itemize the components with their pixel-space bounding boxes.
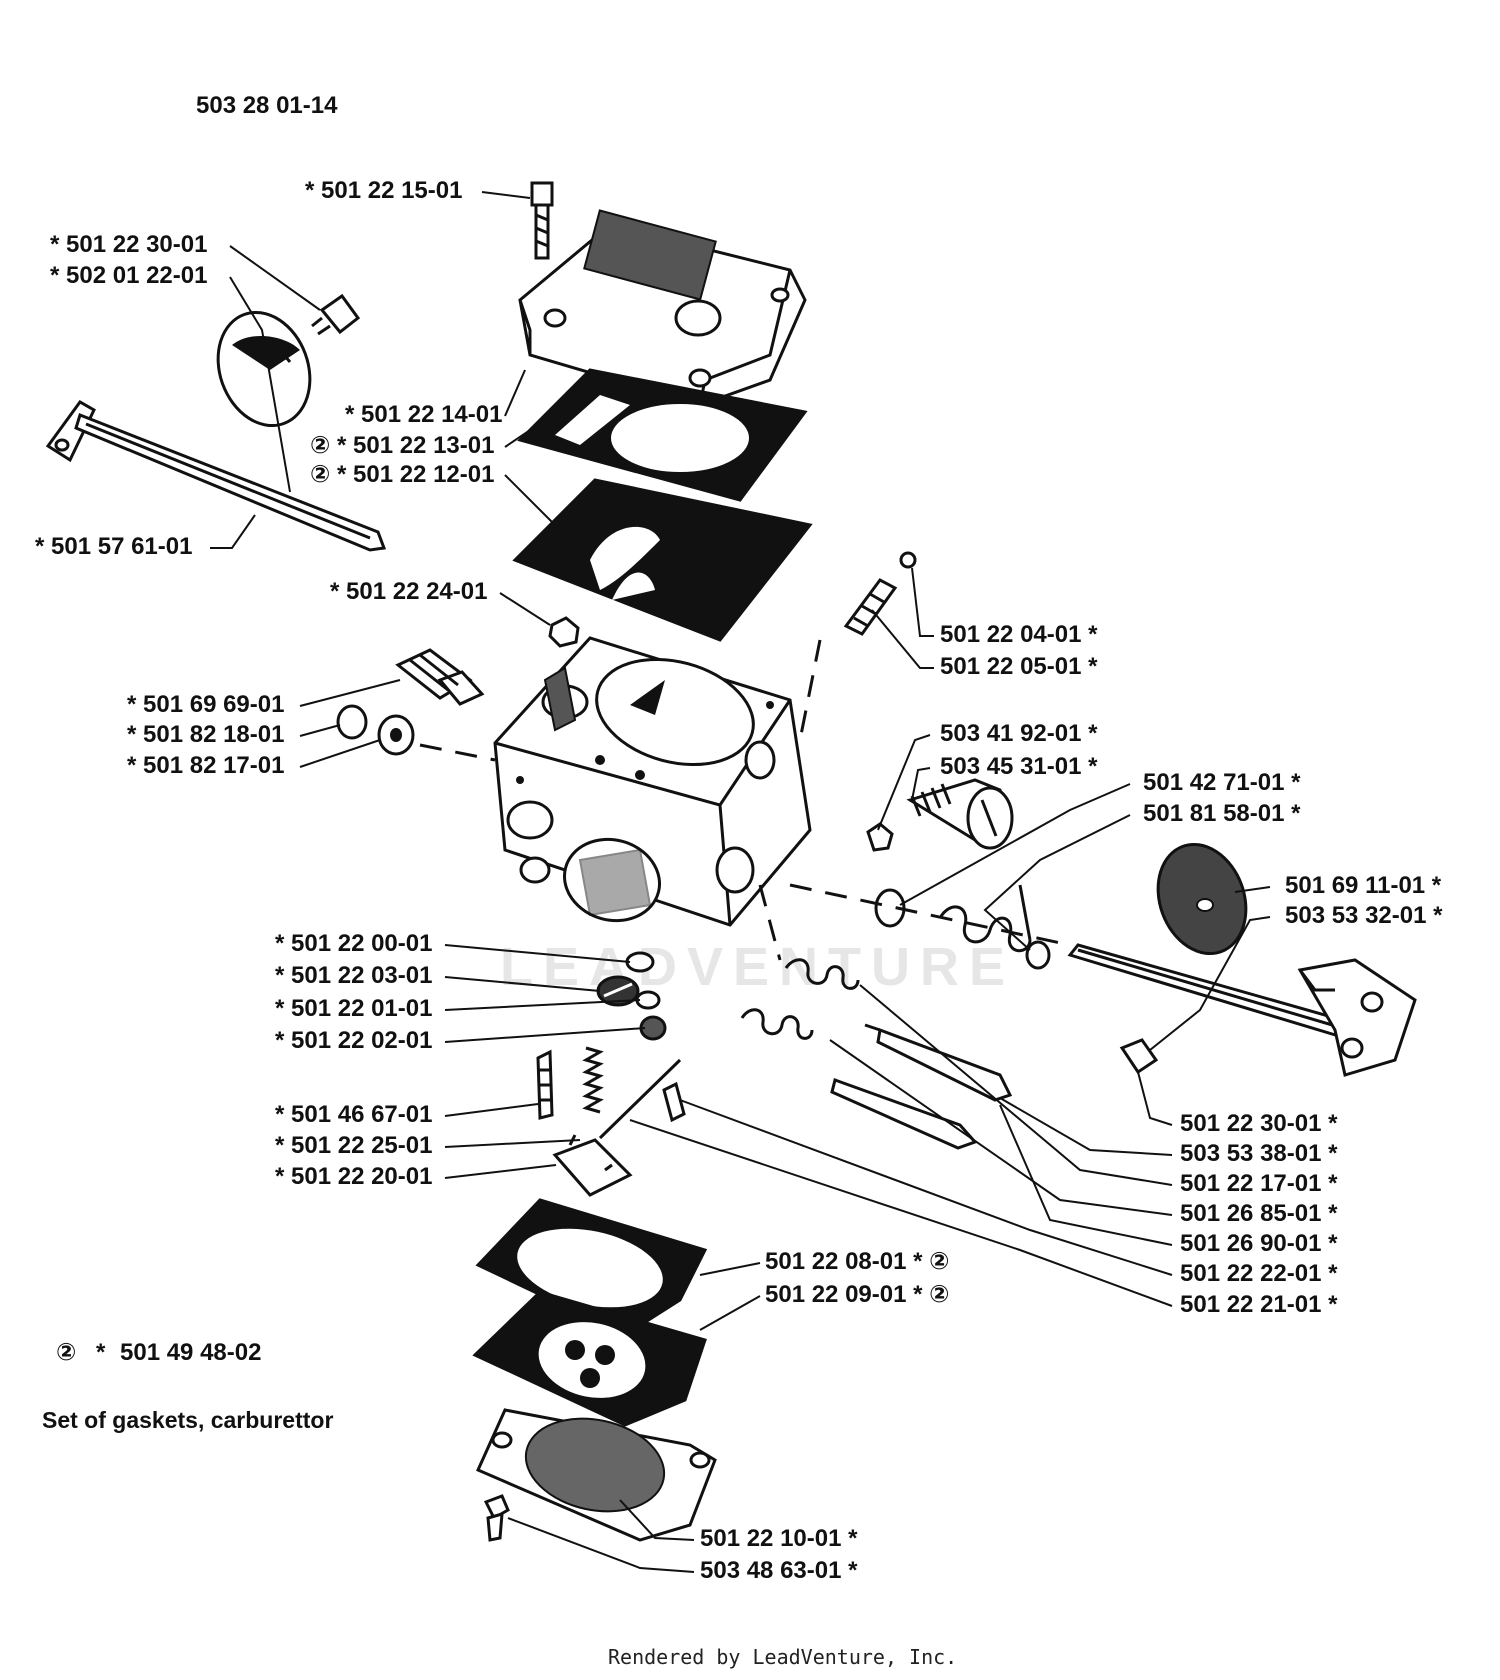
- label-501-57-61-01: * 501 57 61-01: [35, 533, 192, 560]
- label-501-22-15-01: * 501 22 15-01: [305, 177, 462, 204]
- label-501-22-04-01: 501 22 04-01 *: [940, 621, 1098, 648]
- label-501-82-17-01: * 501 82 17-01: [127, 752, 284, 779]
- label-501-22-03-01: * 501 22 03-01: [275, 962, 432, 989]
- kit-part-number: 501 49 48-02: [120, 1339, 261, 1366]
- choke-valve-disc: [216, 310, 312, 428]
- label-501-22-17-01: 501 22 17-01 *: [1180, 1170, 1338, 1197]
- label-501-22-08-01: 501 22 08-01 * ②: [765, 1248, 949, 1275]
- lever-pin: [598, 1058, 682, 1140]
- gasket-kit-legend: ② * 501 49 48-02 Set of gaskets, carbure…: [42, 1339, 333, 1433]
- label-501-82-18-01: * 501 82 18-01: [127, 721, 284, 748]
- label-501-22-09-01: 501 22 09-01 * ②: [765, 1281, 949, 1308]
- label-501-22-00-01: * 501 22 00-01: [275, 930, 432, 957]
- assembly-line-lower: [758, 884, 782, 961]
- kit-symbol: ②: [56, 1339, 76, 1366]
- high-speed-needle-spring: [784, 958, 860, 990]
- label-501-69-69-01: * 501 69 69-01: [127, 691, 284, 718]
- carburetor-body: [493, 636, 812, 927]
- label-501-46-67-01: * 501 46 67-01: [275, 1101, 432, 1128]
- fuel-filter: [548, 616, 580, 648]
- lever-screw: [662, 1081, 686, 1123]
- label-501-22-10-01: 501 22 10-01 *: [700, 1525, 858, 1552]
- choke-shaft: [45, 400, 387, 552]
- label-503-48-63-01: 503 48 63-01 *: [700, 1557, 858, 1584]
- label-501-22-25-01: * 501 22 25-01: [275, 1132, 432, 1159]
- assembly-line-inlet: [419, 743, 496, 762]
- retaining-ring: [635, 990, 661, 1010]
- low-speed-needle-spring: [740, 1008, 814, 1040]
- fitting-seal-small: [336, 704, 368, 740]
- throttle-return-spring: [938, 884, 1032, 953]
- label-501-22-30-01-b: 501 22 30-01 *: [1180, 1110, 1338, 1137]
- metering-gasket: [475, 1198, 708, 1337]
- label-501-26-85-01: 501 26 85-01 *: [1180, 1200, 1338, 1227]
- o-ring: [625, 951, 655, 973]
- high-speed-needle: [864, 1023, 1013, 1102]
- assembly-line-throttle: [789, 883, 1071, 947]
- idle-screw-washer: [866, 822, 894, 852]
- label-502-01-22-01: * 502 01 22-01: [50, 262, 207, 289]
- metering-spring: [582, 1046, 604, 1114]
- label-501-22-01-01: * 501 22 01-01: [275, 995, 432, 1022]
- top-cover-screw: [530, 181, 554, 260]
- fuel-inlet-fitting: [395, 648, 485, 706]
- metering-diaphragm: [472, 1290, 707, 1427]
- label-501-22-14-01: * 501 22 14-01: [345, 401, 502, 428]
- pump-diaphragm: [512, 478, 813, 642]
- needle-ball: [899, 551, 917, 569]
- kit-star: *: [96, 1339, 106, 1366]
- assembly-number: 503 28 01-14: [196, 92, 338, 119]
- pump-cover: [518, 209, 807, 407]
- throttle-disc-screw: [1119, 1038, 1159, 1075]
- kit-description: Set of gaskets, carburettor: [42, 1407, 333, 1433]
- control-screw-plug: [596, 975, 640, 1007]
- label-501-22-30-01-a: * 501 22 30-01: [50, 231, 207, 258]
- label-503-41-92-01: 503 41 92-01 *: [940, 720, 1098, 747]
- throttle-shaft: [1067, 943, 1417, 1077]
- label-503-53-32-01: 503 53 32-01 *: [1285, 902, 1443, 929]
- throttle-spring-washer: [1025, 940, 1051, 970]
- inlet-needle: [536, 1049, 554, 1120]
- label-501-22-05-01: 501 22 05-01 *: [940, 653, 1098, 680]
- low-speed-needle: [830, 1078, 978, 1150]
- needle-seat: [843, 578, 898, 636]
- label-501-42-71-01: 501 42 71-01 *: [1143, 769, 1301, 796]
- label-501-22-12-01: ② * 501 22 12-01: [310, 461, 494, 488]
- label-503-53-38-01: 503 53 38-01 *: [1180, 1140, 1338, 1167]
- label-501-22-24-01: * 501 22 24-01: [330, 578, 487, 605]
- assembly-line-needle: [798, 639, 822, 741]
- label-501-22-13-01: ② * 501 22 13-01: [310, 432, 494, 459]
- throttle-valve-disc: [1156, 842, 1248, 956]
- choke-valve-screw: [311, 293, 361, 336]
- metering-cover-screw: [483, 1494, 510, 1542]
- label-501-22-21-01: 501 22 21-01 *: [1180, 1291, 1338, 1318]
- label-501-26-90-01: 501 26 90-01 *: [1180, 1230, 1338, 1257]
- pump-gasket: [517, 368, 808, 502]
- label-501-69-11-01: 501 69 11-01 *: [1285, 872, 1442, 899]
- metering-cover: [476, 1408, 717, 1542]
- label-501-22-02-01: * 501 22 02-01: [275, 1027, 432, 1054]
- label-503-45-31-01: 503 45 31-01 *: [940, 753, 1098, 780]
- watermark: LEADVENTURE: [500, 937, 1015, 997]
- label-501-22-22-01: 501 22 22-01 *: [1180, 1260, 1338, 1287]
- part-labels: * 501 22 15-01 * 501 22 30-01 * 502 01 2…: [35, 177, 1443, 1584]
- metering-lever: [552, 1134, 633, 1197]
- leader-lines: [210, 191, 1271, 1573]
- idle-adjust-screw: [906, 778, 1014, 850]
- label-501-22-20-01: * 501 22 20-01: [275, 1163, 432, 1190]
- fitting-seal-large: [377, 714, 415, 756]
- label-501-81-58-01: 501 81 58-01 *: [1143, 800, 1301, 827]
- footer-credit: Rendered by LeadVenture, Inc.: [608, 1645, 957, 1669]
